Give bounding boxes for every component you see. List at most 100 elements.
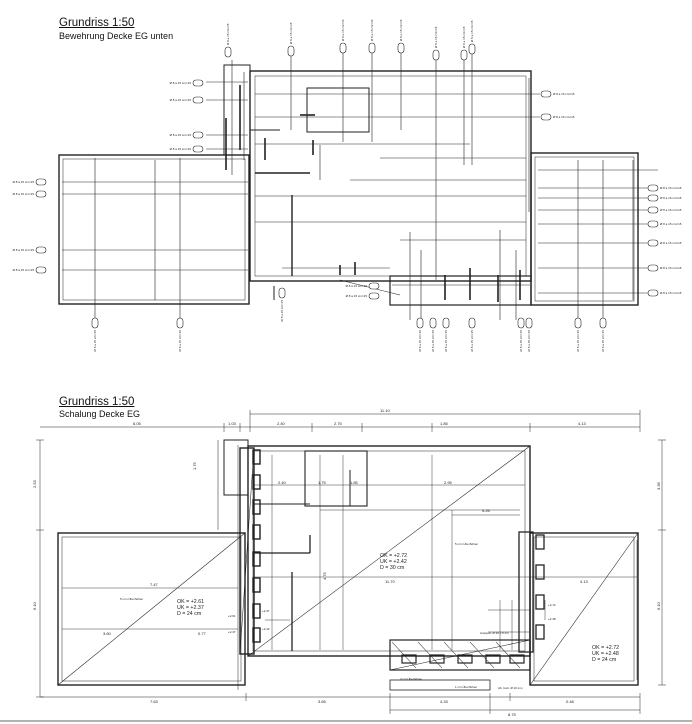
callout-label: Ø 8 a 15 cm=15 <box>346 294 368 298</box>
dim-bottom-1: 3.65 <box>318 699 327 704</box>
plan2-notes: 5 mm Überhöhen 5 mm Überhöhen 3 cm Überh… <box>120 542 523 690</box>
callout-bubble <box>35 178 47 186</box>
callout-bubble <box>540 113 552 121</box>
plan1-drawing <box>58 52 658 320</box>
rebar-callout: Ø 8 a 15 cm=15 <box>170 96 204 104</box>
level-2: +2.42 <box>262 627 270 631</box>
callout-label: Ø 8 a 15 cm=15 <box>660 291 682 295</box>
plan1-center-block-inner <box>254 75 527 277</box>
callout-label: Ø 8 a 15 cm=15 <box>444 330 448 352</box>
dim-inner-3: 1.75 <box>192 461 197 470</box>
rebar-callout: Ø 8 a 15 cm=15 <box>525 317 533 351</box>
callout-label: Ø 8 a 15 cm=15 <box>170 147 192 151</box>
dim-top-overall: 11.10 <box>380 408 390 413</box>
plan1-title: Grundriss 1:50 <box>59 17 135 29</box>
plan1-rebar-heavy <box>225 85 521 302</box>
rebar-callout: Ø 8 a 15 cm=15 <box>397 19 405 54</box>
callout-bubble <box>517 317 525 329</box>
label-a-ok: OK = +2.61 <box>177 599 204 605</box>
plan2-column-strip <box>239 447 261 655</box>
dim-inner-2: 0.77 <box>198 631 207 636</box>
dim-bottom-0: 7.63 <box>150 699 159 704</box>
rebar-callout: Ø 8 a 15 cm=15 <box>647 194 682 202</box>
rebar-callout: Ø 8 a 15 cm=15 <box>170 79 204 87</box>
callout-bubble <box>35 246 47 254</box>
label-a-uk: UK = +2.37 <box>177 605 204 611</box>
slab-label-a: OK = +2.61 UK = +2.37 D = 24 cm <box>177 599 204 617</box>
rebar-callout: Ø 8 a 15 cm=15 <box>176 317 184 352</box>
plan2-inner-dims <box>62 455 637 650</box>
label-b-uk: UK = +2.42 <box>380 559 407 565</box>
plan1-callouts-top: Ø 8 a 15 cm=15 Ø 8 a 15 cm=15 Ø 8 a 15 cm=… <box>224 19 476 61</box>
callout-bubble <box>368 282 380 290</box>
callout-bubble <box>647 289 659 297</box>
rebar-callout: Ø 8 a 15 cm=15 <box>647 206 682 214</box>
rebar-callout: Ø 8 a 15 cm=15 <box>278 287 286 322</box>
note-5: Alt. Ueb. Ø 10 mm <box>498 686 523 690</box>
callout-label: Ø 8 a 15 cm=15 <box>418 330 422 352</box>
callout-bubble <box>540 90 552 98</box>
dim-inner-10: 11.70 <box>385 579 395 584</box>
callout-bubble <box>176 317 184 329</box>
dim-inner-0: 7.47 <box>150 582 159 587</box>
callout-label: Ø 8 a 15 cm=15 <box>660 186 682 190</box>
callout-label: Ø 8 a 15 cm=15 <box>553 92 575 96</box>
dim-left-0: 2.53 <box>32 479 37 488</box>
rebar-callout: Ø 8 a 15 cm=15 <box>517 317 525 352</box>
plan2-levels: +2.61 +2.37 +2.42 +2.37 +2.72 +2.48 <box>228 603 556 634</box>
rebar-callout: Ø 8 a 15 cm=15 <box>91 317 99 351</box>
dim-top-4: 1.85 <box>440 421 449 426</box>
plan1-top-protrusion <box>223 64 251 156</box>
plan1-right-wing-inner <box>534 156 635 302</box>
dim-top-0: 6.05 <box>133 421 142 426</box>
callout-bubble <box>647 206 659 214</box>
dim-inner-7: 2.95 <box>444 480 453 485</box>
callout-label: Ø 8 a 15 cm=15 <box>660 196 682 200</box>
dim-inner-5: 1.75 <box>318 480 327 485</box>
plan1-right-wing <box>530 152 639 306</box>
plan2-center-block-inner <box>252 450 526 652</box>
rebar-callout: Ø 8 a 15 cm=15 <box>599 317 607 351</box>
level-3: +2.37 <box>262 609 270 613</box>
callout-bubble <box>574 317 582 329</box>
level-4: +2.72 <box>548 603 556 607</box>
callout-label: Ø 8 a 15 cm=15 <box>178 330 182 352</box>
rebar-callout: Ø 8 a 15 cm=15 <box>468 317 476 352</box>
rebar-callout: Ø 8 a 15 cm=15 <box>13 178 47 186</box>
callout-label: Ø 8 a 15 cm=15 <box>431 330 435 352</box>
callout-label: Ø 8 a 15 cm=15 <box>346 284 368 288</box>
plan2-inner-room <box>304 450 368 507</box>
callout-bubble <box>525 317 533 329</box>
callout-bubble <box>647 184 659 192</box>
plan2-right-wing-inner <box>533 536 635 682</box>
rebar-callout: Ø 8 a 15 cm=15 <box>170 145 204 153</box>
plan2-left-wing <box>57 532 246 686</box>
callout-label: Ø 8 a 15 cm=15 <box>370 19 374 41</box>
callout-bubble <box>429 317 437 329</box>
callout-bubble <box>91 317 99 329</box>
plan1-left-wing-inner <box>62 158 246 301</box>
callout-label: Ø 8 a 15 cm=15 <box>519 330 523 352</box>
plan2-right-wing <box>529 532 639 686</box>
callout-bubble <box>416 317 424 329</box>
plan2-dimension-lines <box>36 410 666 714</box>
callout-label: Ø 8 a 15 cm=15 <box>470 330 474 352</box>
callout-bubble <box>368 42 376 54</box>
callout-label: Ø 8 a 15 cm=15 <box>289 22 293 44</box>
callout-bubble <box>442 317 450 329</box>
dim-left-1: 6.10 <box>32 601 37 610</box>
label-c-d: D = 24 cm <box>592 657 617 663</box>
callout-bubble <box>192 131 204 139</box>
rebar-callout: Ø 8 a 15 cm=15 <box>287 22 295 57</box>
dim-right-0: 3.36 <box>656 481 661 490</box>
slab-label-b: OK = +2.72 UK = +2.42 D = 30 cm <box>380 553 407 571</box>
rebar-callout: Ø 8 a 15 cm=15 <box>460 26 468 61</box>
plan1-rebar-lines <box>62 52 658 320</box>
callout-bubble <box>192 96 204 104</box>
callout-label: Ø 8 a 15 cm=15 <box>280 300 284 322</box>
callout-label: Ø 8 a 15 cm=15 <box>660 222 682 226</box>
plan2-bottom-block <box>389 639 531 671</box>
plan2-right-columns <box>518 531 545 653</box>
callout-bubble <box>224 46 232 58</box>
